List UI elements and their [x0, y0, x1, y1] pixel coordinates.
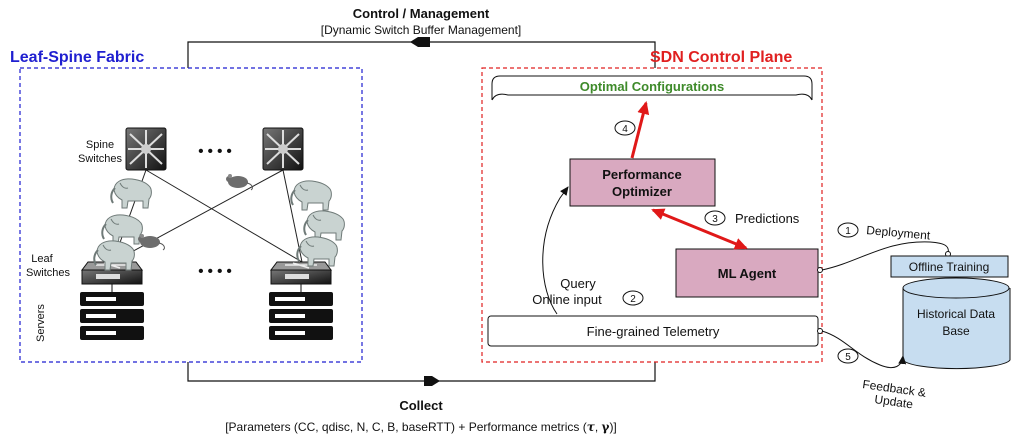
- query-label-line2: Online input: [532, 292, 602, 307]
- leaf-switch-left: [81, 261, 143, 285]
- servers-right: [269, 284, 333, 340]
- leaf-switch-right: [270, 261, 332, 285]
- step-2: 2: [622, 290, 644, 306]
- collect-loop: Collect [Parameters (CC, qdisc, N, C, B,…: [187, 362, 656, 434]
- optimizer-label-line1: Performance: [602, 167, 681, 182]
- control-management-subtitle: [Dynamic Switch Buffer Management]: [321, 23, 522, 37]
- leaf-spine-title: Leaf-Spine Fabric: [10, 49, 144, 66]
- database-label-line2: Base: [942, 324, 970, 338]
- collect-subtitle: [Parameters (CC, qdisc, N, C, B, baseRTT…: [225, 420, 617, 434]
- svg-text:1: 1: [845, 226, 851, 237]
- predictions-label: Predictions: [735, 211, 800, 226]
- optimal-configurations-label: Optimal Configurations: [580, 79, 724, 94]
- spine-ellipsis: • • • •: [198, 143, 232, 160]
- deployment-label: Deployment: [866, 223, 932, 243]
- svg-text:5: 5: [845, 352, 851, 363]
- step-3: 3: [704, 210, 726, 226]
- svg-text:4: 4: [622, 124, 628, 135]
- leaf-spine-border: [19, 67, 363, 363]
- telemetry-label: Fine-grained Telemetry: [587, 324, 720, 339]
- ml-agent-label: ML Agent: [718, 266, 777, 281]
- spine-switch-right: [262, 127, 304, 171]
- servers-label: Servers: [35, 304, 47, 342]
- spine-label-line1: Spine: [86, 139, 114, 151]
- offline-training-box: Offline Training: [890, 255, 1009, 278]
- query-label-line1: Query: [560, 276, 596, 291]
- arrow-telemetry-to-optimizer: [542, 186, 569, 315]
- historical-database: Historical Data Base: [902, 277, 1011, 370]
- feedback-connector: [821, 330, 907, 369]
- performance-optimizer-box: Performance Optimizer: [569, 158, 716, 207]
- control-management-loop: Control / Management [Dynamic Switch Buf…: [187, 6, 656, 68]
- arrow-optimizer-to-configurations: [630, 101, 650, 159]
- svg-text:3: 3: [712, 214, 718, 225]
- leaf-label-line1: Leaf: [31, 253, 53, 265]
- optimizer-label-line2: Optimizer: [612, 184, 672, 199]
- control-management-title: Control / Management: [353, 6, 490, 21]
- left-arrow-icon: [410, 37, 430, 47]
- servers-left: [80, 284, 144, 340]
- collect-title: Collect: [399, 398, 443, 413]
- spine-label-line2: Switches: [78, 153, 123, 165]
- step-1: 1: [837, 222, 859, 238]
- external-components: 1 Deployment Offline Training Historical…: [821, 222, 1011, 411]
- right-arrow-icon: [424, 376, 440, 386]
- spine-switch-left: [125, 127, 167, 171]
- deployment-connector: [821, 241, 949, 271]
- mouse-flow-icons: [137, 173, 253, 251]
- offline-training-label: Offline Training: [909, 260, 990, 274]
- sdn-control-plane: SDN Control Plane Optimal Configurations…: [481, 49, 823, 363]
- step-5: 5: [837, 348, 859, 364]
- leaf-ellipsis: • • • •: [198, 263, 232, 280]
- leaf-label-line2: Switches: [26, 267, 71, 279]
- ml-agent-port: [817, 267, 823, 273]
- leaf-spine-fabric: Leaf-Spine Fabric • • • • Spine Switches: [10, 49, 363, 363]
- database-label-line1: Historical Data: [917, 307, 995, 321]
- arrow-optimizer-ml-agent: [651, 208, 748, 250]
- sdn-border: [481, 67, 823, 363]
- step-4: 4: [614, 120, 636, 136]
- optimal-configurations: Optimal Configurations: [491, 75, 813, 101]
- ml-agent-box: ML Agent: [675, 248, 823, 298]
- svg-text:2: 2: [630, 294, 636, 305]
- sdn-title: SDN Control Plane: [650, 49, 792, 66]
- telemetry-box: Fine-grained Telemetry: [487, 315, 823, 347]
- elephant-flow-icons: [93, 177, 346, 271]
- telemetry-port: [817, 328, 823, 334]
- feedback-label-line2: Update: [874, 392, 915, 411]
